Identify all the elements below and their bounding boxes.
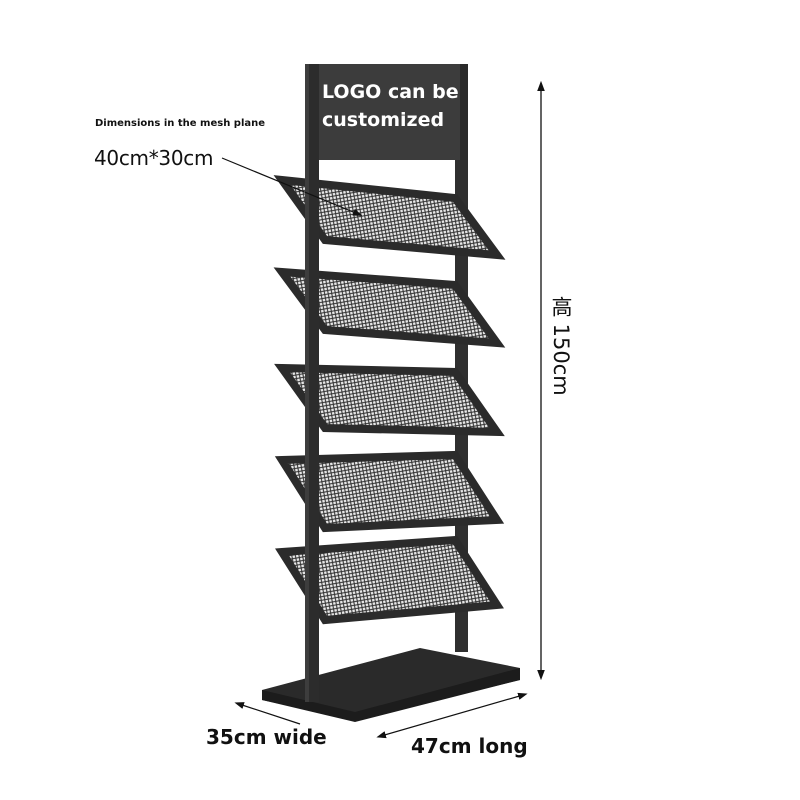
width-dimension-line: [234, 702, 301, 725]
mesh-dimension-value: 40cm*30cm: [94, 146, 214, 170]
base-plate: [262, 648, 520, 722]
width-label: 35cm wide: [206, 725, 327, 749]
logo-sign-text: LOGO can be customized: [322, 78, 459, 134]
logo-line-2: customized: [322, 109, 445, 131]
mesh-dimension-title: Dimensions in the mesh plane: [95, 118, 266, 129]
logo-line-1: LOGO can be: [322, 81, 459, 103]
length-dimension-line: [376, 692, 528, 739]
mesh-leader-arrow: [221, 157, 363, 216]
height-label: 高 150cm: [549, 296, 573, 396]
length-label: 47cm long: [411, 734, 528, 758]
